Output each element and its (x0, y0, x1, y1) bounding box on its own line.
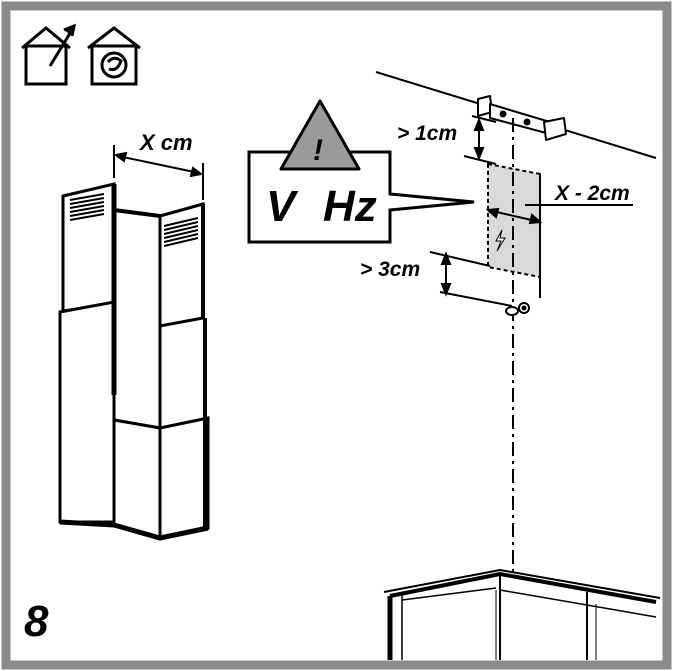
chimney-vent-left (69, 193, 105, 221)
voltage-label: V (266, 182, 299, 231)
chimney-vent-right (163, 217, 199, 247)
step-number: 8 (24, 597, 49, 646)
warning-triangle-icon (279, 99, 361, 171)
warning-exclamation: ! (313, 134, 323, 167)
house-recirculation-icon (87, 26, 141, 86)
chimney-width-dimension (113, 145, 204, 200)
chimney-width-label: X cm (138, 130, 193, 155)
socket-width-dimension (485, 174, 633, 298)
socket-width-label: X - 2cm (554, 182, 630, 205)
warning-box (247, 99, 475, 244)
house-extraction-icon (21, 23, 77, 86)
top-clearance-label: > 1cm (397, 122, 457, 145)
hood-body (383, 568, 661, 660)
mounting-bracket (477, 95, 567, 141)
top-clearance-dimension (463, 115, 497, 165)
bottom-clearance-label: > 3cm (360, 258, 420, 281)
bottom-clearance-dimension (429, 251, 513, 307)
electric-bolt-icon (495, 229, 506, 252)
wall-screw (505, 302, 530, 316)
frequency-label: Hz (323, 182, 377, 231)
